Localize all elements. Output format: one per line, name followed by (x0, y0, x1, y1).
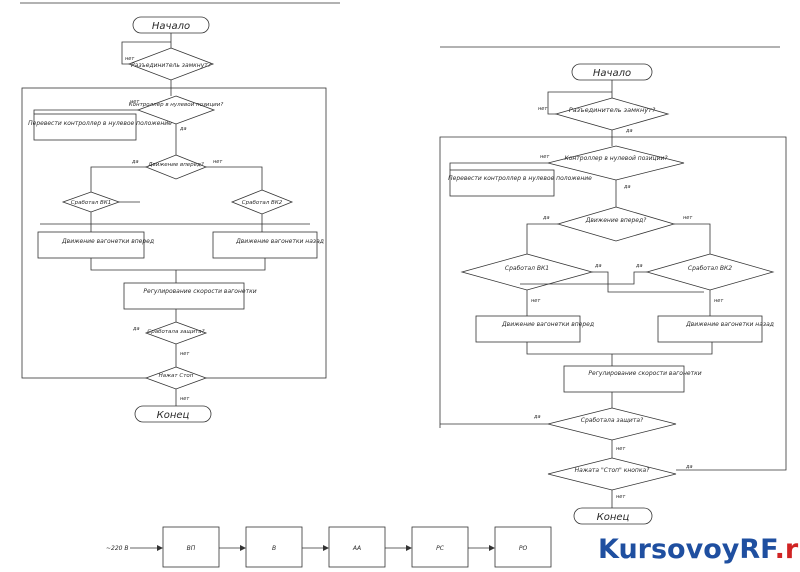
left-action-speed (123, 282, 245, 310)
right-no-label-kv1: нет (531, 298, 541, 304)
right-yes-label-1: да (625, 128, 633, 134)
right-decision-forward (556, 206, 676, 242)
left-no-label-3: нет (213, 159, 223, 165)
chain-block-3 (328, 526, 386, 568)
right-end-terminal (573, 507, 653, 525)
right-decision-protection (547, 407, 677, 441)
left-action-speed-label: Регулирование скорости вагонетки (143, 288, 256, 295)
right-no-label-4: нет (616, 446, 626, 452)
left-no-label-2: нет (130, 99, 140, 105)
right-action-speed (563, 365, 685, 393)
left-action-back (212, 231, 318, 259)
right-decision-kv1 (460, 253, 594, 291)
chain-block-3-label: АА (352, 545, 361, 552)
right-yes-label-3: да (542, 215, 550, 221)
chain-block-2-label: В (272, 545, 276, 552)
left-decision-controller-label: Контроллер в нулевой позиции? (129, 102, 224, 108)
right-action-back-label: Движение вагонетки назад (685, 321, 774, 328)
chain-block-4 (411, 526, 469, 568)
right-start-label: Начало (593, 68, 631, 79)
right-loop-frame (439, 136, 787, 471)
right-flowchart: Начало Разъединитель замкнут? нет да Кон… (439, 46, 787, 525)
right-yes-label-2: да (623, 184, 631, 190)
chain-input-label: ~220 В (106, 545, 129, 552)
left-end-label: Конец (157, 410, 190, 421)
left-decision-forward-label: Движение вперед? (147, 162, 204, 168)
watermark: KursovoyRF.ru (598, 534, 800, 565)
chain-block-5 (494, 526, 552, 568)
left-end-terminal (134, 405, 212, 423)
left-action-back-label: Движение вагонетки назад (235, 238, 324, 245)
left-decision-forward (144, 154, 208, 180)
right-action-forward (475, 315, 581, 343)
left-yes-label-2: да (179, 126, 187, 132)
left-action-set-controller-label: Перевести контроллер в нулевое положение (28, 120, 172, 127)
left-yes-label-3: да (131, 159, 139, 165)
right-decision-protection-label: Сработала защита? (581, 417, 644, 424)
right-decision-separated (554, 97, 670, 131)
watermark-text: KursovoyRF.ru (598, 534, 800, 565)
left-yes-label-4: да (132, 326, 140, 332)
block-chain: ~220 В ВП В АА РС РО (106, 526, 552, 568)
right-action-back (657, 315, 763, 343)
chain-block-4-label: РС (436, 545, 445, 552)
right-action-forward-label: Движение вагонетки вперед (501, 321, 594, 328)
right-no-label-kv2: нет (714, 298, 724, 304)
right-action-set-controller-label: Перевести контроллер в нулевое положение (448, 175, 592, 182)
left-decision-separated-label: Разъединитель замкнут? (131, 62, 212, 69)
left-no-label-1: нет (125, 56, 135, 62)
right-end-label: Конец (597, 512, 630, 523)
right-yes-label-kv1: да (594, 263, 602, 269)
right-action-set-controller (449, 169, 555, 197)
chain-block-5-label: РО (519, 545, 528, 552)
left-action-forward-label: Движение вагонетки вперед (61, 238, 154, 245)
right-decision-controller-label: Контроллер в нулевой позиции? (564, 155, 668, 162)
right-no-label-3: нет (683, 215, 693, 221)
right-decision-kv1-label: Сработал ВК1 (505, 265, 549, 272)
left-decision-kv2-label: Сработал ВК2 (242, 200, 283, 206)
right-yes-label-kv2: да (635, 263, 643, 269)
right-decision-separated-label: Разъединитель замкнут? (569, 106, 656, 114)
right-decision-stop-label: Нажата "Стоп" кнопка? (575, 467, 650, 474)
left-decision-stop-label: Нажат Стоп (159, 373, 194, 379)
right-no-label-1: нет (538, 106, 548, 112)
right-no-label-2: нет (540, 154, 550, 160)
right-yes-label-4: да (533, 414, 541, 420)
right-decision-forward-label: Движение вперед? (585, 217, 647, 224)
left-action-set-controller (33, 113, 137, 141)
right-decision-kv2-label: Сработал ВК2 (688, 265, 732, 272)
left-decision-kv1-label: Сработал ВК1 (71, 200, 111, 206)
left-no-label-5: нет (180, 396, 190, 402)
chain-block-1 (162, 526, 220, 568)
right-yes-label-5: да (685, 464, 693, 470)
chain-block-2 (245, 526, 303, 568)
left-action-forward (37, 231, 145, 259)
right-action-speed-label: Регулирование скорости вагонетки (588, 370, 701, 377)
watermark-part1: KursovoyRF (598, 534, 777, 565)
left-decision-protection-label: Сработала защита? (147, 329, 204, 335)
chain-block-1-label: ВП (187, 545, 196, 552)
left-no-label-4: нет (180, 351, 190, 357)
left-flowchart: Начало Разъединитель замкнут? нет Контро… (20, 2, 340, 423)
right-no-label-5: нет (616, 494, 626, 500)
right-decision-kv2 (645, 253, 775, 291)
right-decision-stop (547, 457, 677, 491)
watermark-part2: .ru (775, 534, 800, 565)
left-start-label: Начало (152, 21, 190, 32)
